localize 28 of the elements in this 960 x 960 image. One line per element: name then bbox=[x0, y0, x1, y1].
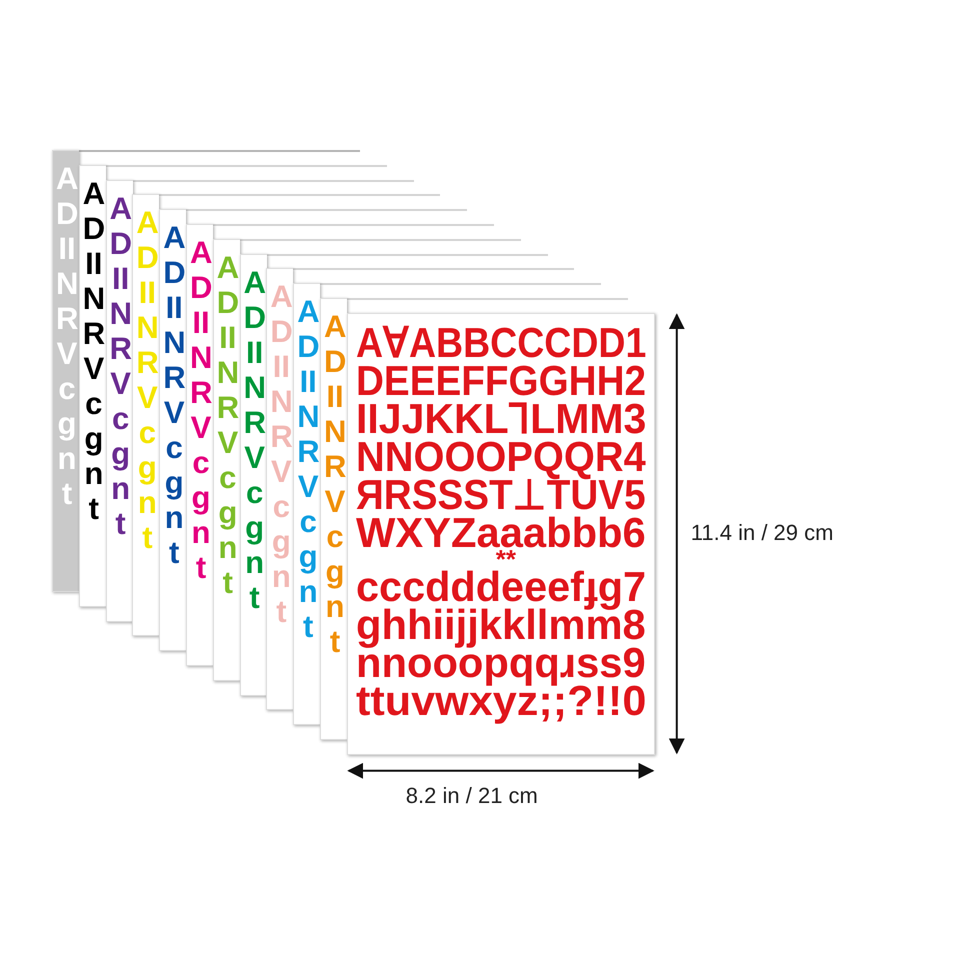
dimension-label: 11.4 in / 29 cm bbox=[690, 520, 834, 546]
sticker-sheet bbox=[186, 224, 213, 666]
letter-column: ADIINRVcgnt bbox=[216, 250, 239, 600]
letter-row: A∀ABBCCCDD1 bbox=[356, 324, 646, 362]
sticker-sheet bbox=[159, 209, 186, 652]
sticker-sheet bbox=[266, 268, 294, 710]
sticker-sheet bbox=[346, 312, 655, 755]
letter-row: DEEEFFGGHH2 bbox=[356, 362, 646, 400]
sticker-sheet bbox=[106, 180, 133, 622]
letter-column: ADIINRVcgnt bbox=[297, 294, 320, 644]
letter-row: IIJJKKL⅂LMM3 bbox=[356, 400, 646, 438]
letter-column: ADIINRVcgnt bbox=[244, 264, 266, 615]
asterisk-row: ** bbox=[496, 552, 516, 566]
sticker-sheet bbox=[240, 254, 267, 696]
sticker-sheet bbox=[293, 283, 320, 726]
sticker-sheet bbox=[132, 194, 160, 636]
letter-column: ADIINRVcgnt bbox=[82, 176, 105, 526]
dimension-label: 8.2 in / 21 cm bbox=[406, 782, 538, 809]
sticker-sheet bbox=[52, 150, 79, 592]
letter-column: ADIINRVcgnt bbox=[324, 309, 346, 659]
letter-column: ADIINRVcgnt bbox=[163, 220, 186, 570]
letter-column: ADIINRVcgnt bbox=[270, 279, 292, 630]
letter-column: ADIINRVcgnt bbox=[190, 235, 212, 585]
sticker-sheet bbox=[320, 298, 347, 740]
letter-column: ADIINRVcgnt bbox=[110, 190, 132, 541]
letter-column: ADIINRVcgnt bbox=[136, 205, 158, 556]
sticker-sheet bbox=[212, 238, 240, 681]
sticker-sheet bbox=[78, 164, 106, 607]
